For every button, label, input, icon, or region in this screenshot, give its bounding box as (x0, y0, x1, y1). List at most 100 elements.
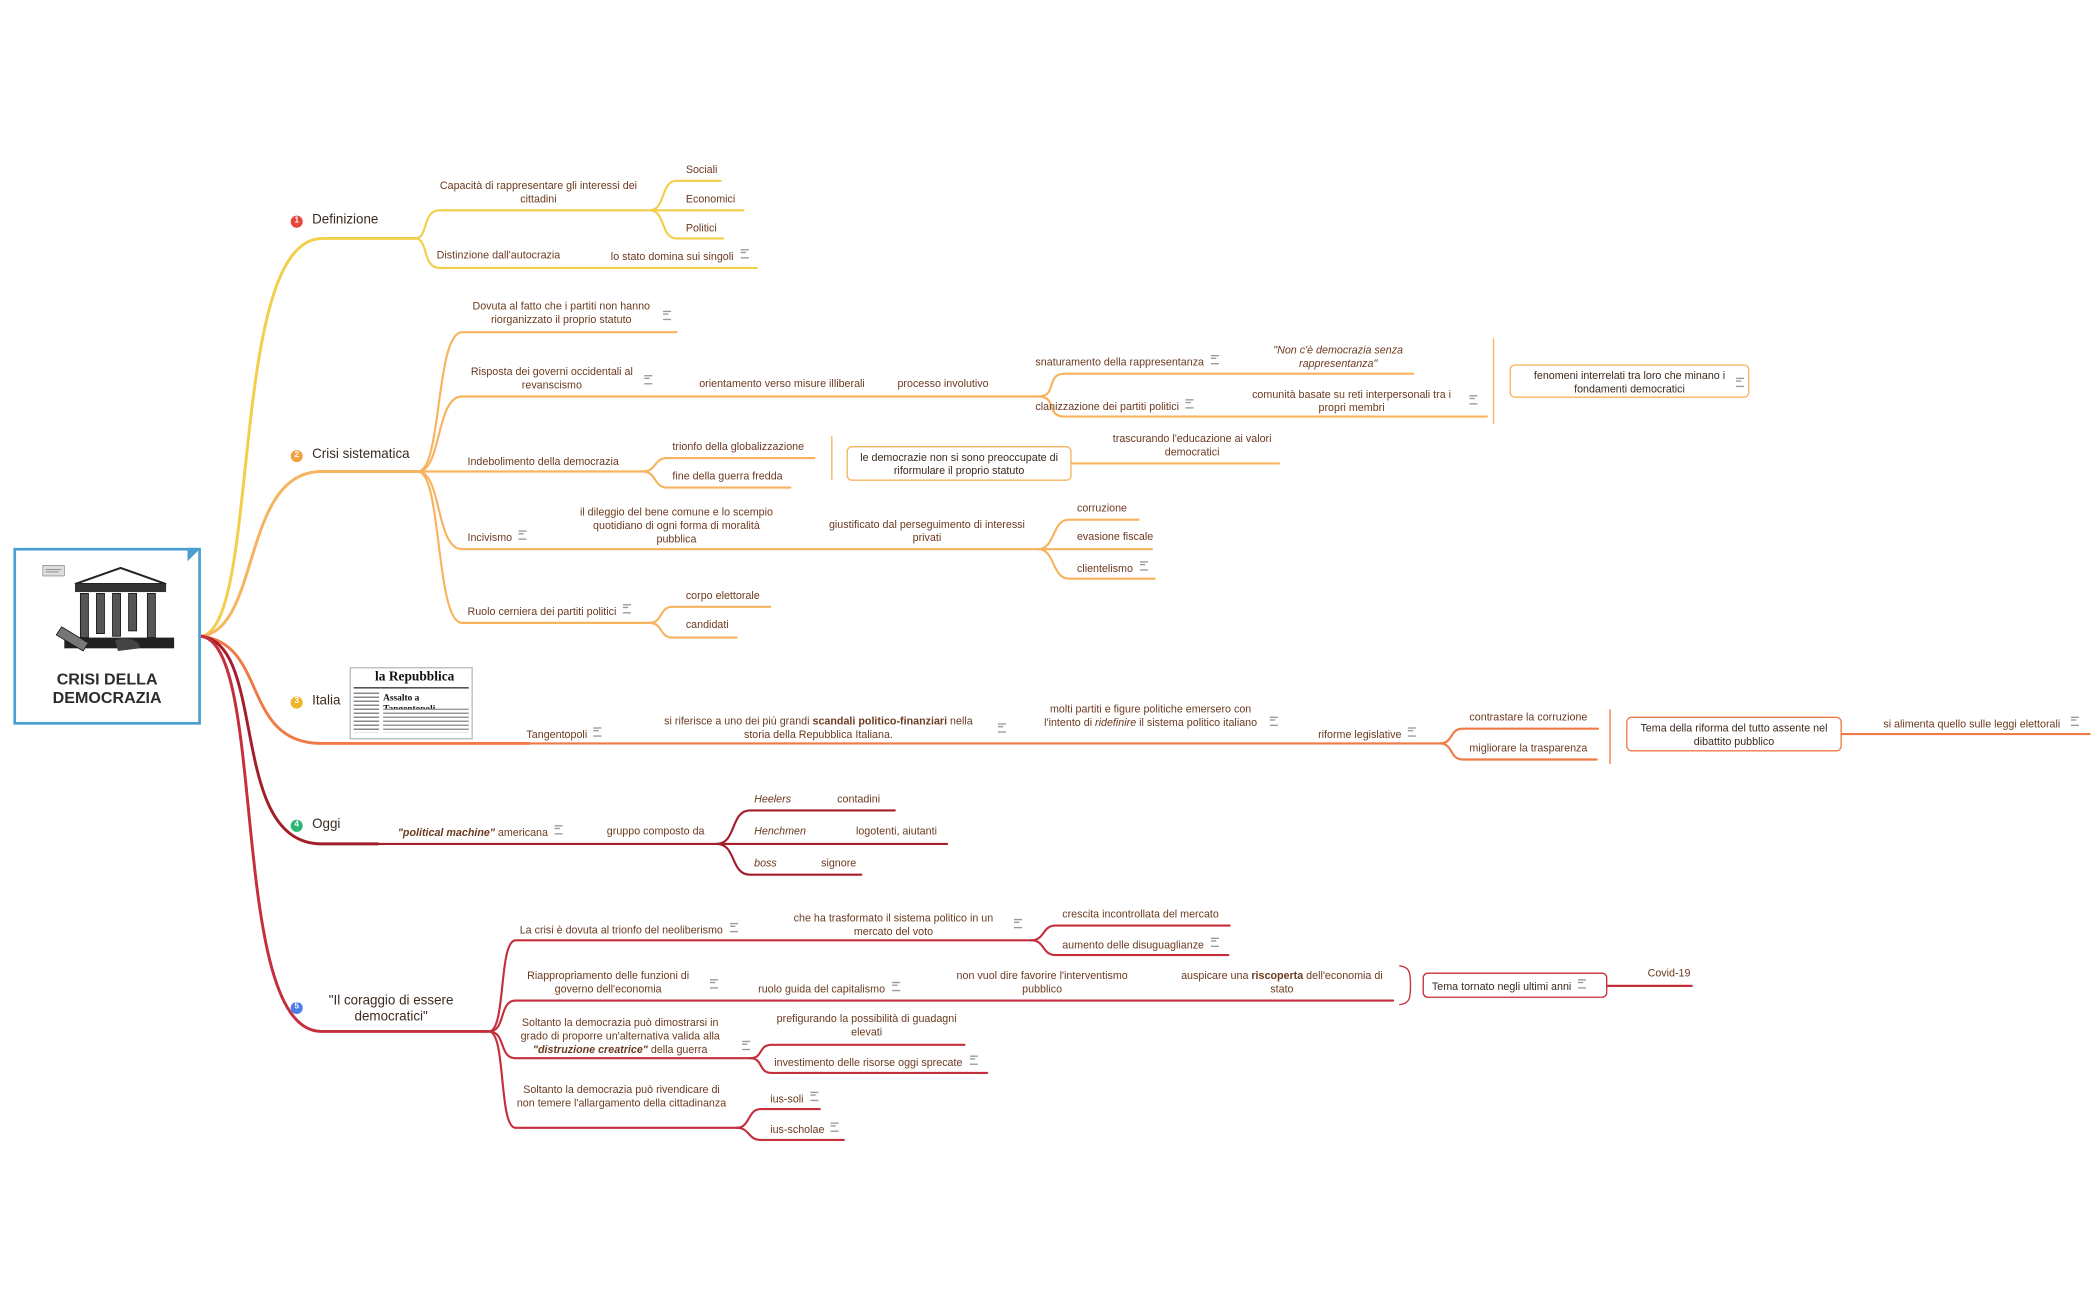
node-crescita[interactable]: crescita incontrollata del mercato (1062, 908, 1219, 921)
node-incivismo[interactable]: Incivismo (467, 530, 527, 545)
node-alimenta[interactable]: si alimenta quello sulle leggi elettoral… (1883, 716, 2080, 732)
node-sociali[interactable]: Sociali (685, 163, 718, 176)
node-boss[interactable]: boss (754, 857, 777, 870)
node-logotenti[interactable]: logotenti, aiutanti (855, 825, 937, 838)
node-clanizzazione[interactable]: clanizzazione dei partiti politici (1035, 399, 1194, 414)
node-covid[interactable]: Covid-19 (1647, 967, 1691, 980)
node-label: lo stato domina sui singoli (610, 250, 734, 263)
notes-icon[interactable] (518, 530, 527, 540)
node-economici[interactable]: Economici (685, 192, 736, 205)
notes-icon[interactable] (1139, 561, 1148, 571)
node-riappropriamento[interactable]: Riappropriamento delle funzioni di gover… (527, 969, 690, 996)
node-migliorare[interactable]: migliorare la trasparenza (1469, 742, 1588, 755)
notes-icon[interactable] (1469, 395, 1478, 405)
node-tema-tornato[interactable]: Tema tornato negli ultimi anni (1422, 972, 1608, 998)
node-ius-soli[interactable]: ius-soli (770, 1091, 819, 1107)
notes-icon[interactable] (810, 1091, 819, 1102)
notes-icon[interactable] (742, 1040, 751, 1051)
notes-icon[interactable] (1269, 716, 1278, 727)
node-fenomeni[interactable]: fenomeni interrelati tra loro che minano… (1509, 364, 1750, 398)
node-aumento[interactable]: aumento delle disuguaglianze (1062, 937, 1219, 953)
node-comunita[interactable]: comunità basate su reti interpersonali t… (1252, 388, 1452, 414)
node-label: snaturamento della rappresentanza (1035, 356, 1205, 369)
node-orientamento[interactable]: orientamento verso misure illiberali (699, 377, 865, 390)
node-auspicare[interactable]: auspicare una riscoperta dell'economia d… (1173, 970, 1390, 997)
notes-icon[interactable] (891, 981, 900, 992)
node-soltanto-alternativa[interactable]: Soltanto la democrazia può dimostrarsi i… (513, 1017, 727, 1057)
notes-icon[interactable] (554, 825, 563, 835)
node-heelers[interactable]: Heelers (754, 792, 792, 806)
text-part: auspicare una (1181, 969, 1252, 982)
node-stato-domina[interactable]: lo stato domina sui singoli (610, 249, 749, 264)
notes-icon[interactable] (1735, 377, 1745, 388)
notes-icon[interactable] (969, 1055, 978, 1065)
node-contrastare[interactable]: contrastare la corruzione (1469, 711, 1588, 724)
text-bold: riscoperta (1251, 969, 1304, 982)
notes-icon[interactable] (997, 723, 1006, 733)
node-corpo-elettorale[interactable]: corpo elettorale (685, 589, 760, 602)
notes-icon[interactable] (663, 310, 672, 321)
node-henchmen[interactable]: Henchmen (754, 825, 806, 838)
notes-icon[interactable] (1014, 918, 1023, 929)
node-riforme[interactable]: riforme legislative (1318, 727, 1417, 742)
notes-icon[interactable] (1578, 979, 1587, 989)
node-investimento[interactable]: investimento delle risorse oggi sprecate (774, 1055, 978, 1071)
node-molti-partiti[interactable]: molti partiti e figure politiche emerser… (1042, 703, 1259, 730)
node-non-vuol-dire[interactable]: non vuol dire favorire l'interventismo p… (956, 969, 1128, 996)
node-trascurando[interactable]: trascurando l'educazione ai valori democ… (1112, 432, 1272, 459)
node-contadini[interactable]: contadini (837, 792, 881, 806)
notes-icon[interactable] (2070, 716, 2080, 727)
node-ruolo-cerniera[interactable]: Ruolo cerniera dei partiti politici (467, 604, 632, 619)
node-signore[interactable]: signore (821, 857, 857, 870)
node-soltanto-cittadinanza[interactable]: Soltanto la democrazia può rivendicare d… (516, 1083, 727, 1110)
notes-icon[interactable] (831, 1122, 840, 1132)
node-corruzione[interactable]: corruzione (1076, 502, 1128, 515)
node-label: fenomeni interrelati tra loro che minano… (1533, 369, 1726, 396)
node-indebolimento[interactable]: Indebolimento della democrazia (467, 455, 619, 468)
node-crisi-neoliberismo[interactable]: La crisi è dovuta al trionfo del neolibe… (520, 922, 738, 938)
node-evasione[interactable]: evasione fiscale (1076, 530, 1154, 543)
notes-icon[interactable] (623, 604, 632, 614)
node-democrazie[interactable]: le democrazie non si sono preoccupate di… (846, 446, 1072, 481)
node-fine-guerra[interactable]: fine della guerra fredda (672, 470, 783, 483)
notes-icon[interactable] (1210, 937, 1219, 948)
node-ruolo-guida[interactable]: ruolo guida del capitalismo (758, 981, 900, 997)
node-ius-scholae[interactable]: ius-scholae (770, 1122, 840, 1138)
node-dovuta[interactable]: Dovuta al fatto che i partiti non hanno … (472, 300, 651, 326)
node-dileggio[interactable]: il dileggio del bene comune e lo scempio… (579, 506, 773, 546)
node-gruppo[interactable]: gruppo composto da (606, 825, 705, 838)
node-riferisce[interactable]: si riferisce a uno dei più grandi scanda… (656, 715, 980, 742)
node-distinzione[interactable]: Distinzione dall'autocrazia (436, 249, 561, 262)
node-processo[interactable]: processo involutivo (897, 377, 989, 390)
notes-icon[interactable] (740, 249, 749, 259)
notes-icon[interactable] (729, 922, 738, 933)
notes-icon[interactable] (1210, 354, 1219, 365)
node-trasformato[interactable]: che ha trasformato il sistema politico i… (793, 912, 994, 938)
node-snaturamento[interactable]: snaturamento della rappresentanza (1035, 354, 1219, 370)
node-label: Tangentopoli (526, 728, 588, 741)
node-politici[interactable]: Politici (685, 222, 717, 235)
notes-icon[interactable] (644, 375, 653, 385)
node-tema-riforma[interactable]: Tema della riforma del tutto assente nel… (1626, 716, 1842, 752)
branch-label: Definizione (312, 212, 379, 228)
node-giustificato[interactable]: giustificato dal perseguimento di intere… (828, 518, 1025, 544)
notes-icon[interactable] (709, 979, 718, 989)
node-candidati[interactable]: candidati (685, 618, 729, 631)
notes-icon[interactable] (1185, 399, 1194, 409)
node-prefigurando[interactable]: prefigurando la possibilità di guadagni … (776, 1012, 957, 1039)
node-tangentopoli[interactable]: Tangentopoli (526, 727, 602, 742)
node-clientelismo[interactable]: clientelismo (1077, 561, 1148, 576)
node-quote-rappresentanza[interactable]: "Non c'è democrazia senza rappresentanza… (1273, 344, 1404, 370)
notes-icon[interactable] (593, 727, 602, 737)
node-capacita[interactable]: Capacità di rappresentare gli interessi … (439, 179, 638, 205)
notes-icon[interactable] (1408, 727, 1417, 737)
node-risposta[interactable]: Risposta dei governi occidentali al reva… (470, 365, 633, 392)
node-trionfo[interactable]: trionfo della globalizzazione (672, 440, 805, 453)
node-political-machine[interactable]: "political machine" americana (398, 825, 563, 840)
text-italic: "distruzione creatrice" (532, 1043, 648, 1056)
branch-coraggio[interactable]: 5 "Il coraggio di essere democratici" (290, 994, 453, 1026)
